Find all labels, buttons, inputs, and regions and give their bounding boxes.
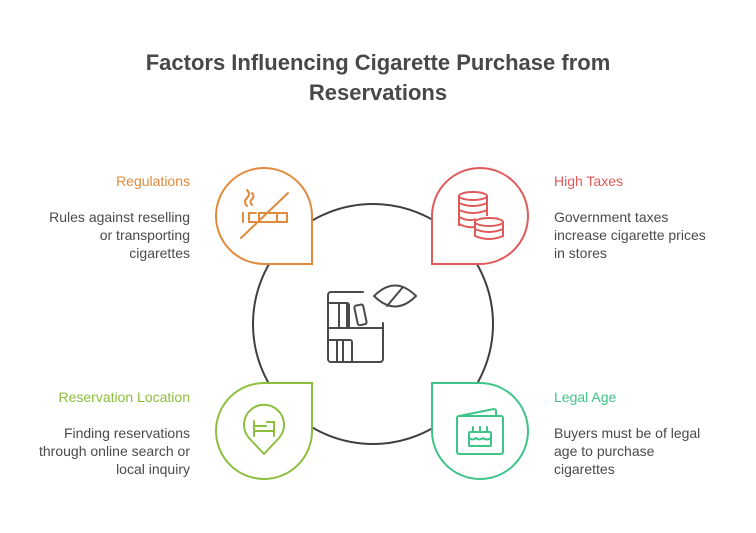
regulations-desc-line-1: Rules against reselling [49, 209, 190, 225]
coins-stack-icon [458, 191, 504, 240]
regulations-desc-line-3: cigarettes [129, 245, 190, 261]
reservation-location-label: Reservation Location Finding reservation… [0, 388, 190, 478]
regulations-heading: Regulations [116, 173, 190, 189]
legal-age-desc-line-1: Buyers must be of legal [554, 425, 701, 441]
high-taxes-heading: High Taxes [554, 173, 624, 189]
reservation-location-desc-line-1: Finding reservations [63, 425, 190, 441]
title-line-1: Factors Influencing Cigarette Purchase f… [145, 50, 611, 75]
diagram-title: Factors Influencing Cigarette Purchase f… [0, 48, 756, 108]
high-taxes-label: High Taxes Government taxes increase cig… [554, 172, 744, 262]
bed-location-pin-icon [243, 403, 285, 455]
bookshelf-with-pill-icon [327, 284, 417, 363]
title-line-2: Reservations [308, 80, 448, 105]
central-circle [252, 203, 494, 445]
high-taxes-desc-line-1: Government taxes [554, 209, 669, 225]
reservation-location-desc-line-2: through online search or [39, 443, 190, 459]
reservation-location-heading: Reservation Location [58, 389, 190, 405]
high-taxes-shape [431, 167, 529, 265]
high-taxes-desc-line-2: increase cigarette prices [554, 227, 706, 243]
reservation-location-desc-line-3: local inquiry [116, 461, 190, 477]
legal-age-desc-line-2: age to purchase [554, 443, 655, 459]
legal-age-heading: Legal Age [554, 389, 617, 405]
birthday-card-icon [456, 408, 504, 455]
no-smoking-icon [240, 189, 289, 239]
regulations-label: Regulations Rules against reselling or t… [0, 172, 190, 262]
legal-age-desc-line-3: cigarettes [554, 461, 615, 477]
legal-age-label: Legal Age Buyers must be of legal age to… [554, 388, 744, 478]
high-taxes-desc-line-3: in stores [554, 245, 607, 261]
regulations-desc-line-2: or transporting [99, 227, 190, 243]
